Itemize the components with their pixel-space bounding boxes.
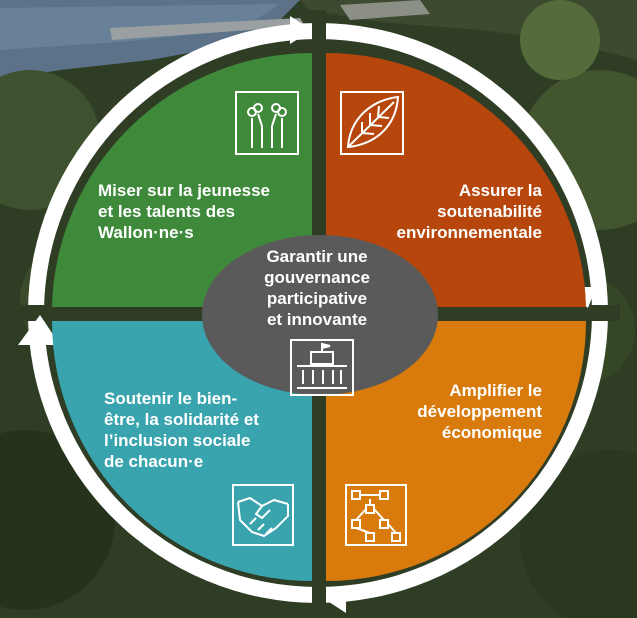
label-line: soutenabilité	[437, 202, 542, 221]
quadrant-bottom-left	[52, 321, 312, 581]
label-line: et les talents des	[98, 202, 236, 221]
label-line: de chacun·e	[104, 452, 204, 471]
label-line: Assurer la	[458, 181, 542, 200]
quadrant-top-right	[326, 52, 586, 307]
quadrant-top-left	[52, 52, 312, 307]
building-icon	[290, 339, 354, 396]
label-line: être, la solidarité et	[104, 410, 259, 429]
center-label-governance: Garantir une gouvernance participative e…	[232, 246, 402, 330]
quadrant-label-youth: Miser sur la jeunesse et les talents des…	[98, 180, 308, 243]
quadrant-label-economy: Amplifier le développement économique	[360, 380, 542, 443]
handshake-icon	[232, 484, 294, 546]
arrow-head-bottom	[326, 585, 346, 613]
quadrant-bottom-right	[326, 321, 586, 581]
label-line: Soutenir le bien-	[104, 389, 238, 408]
center-ellipse	[202, 235, 438, 395]
label-line: Miser sur la jeunesse	[98, 181, 270, 200]
label-line: participative	[266, 289, 368, 308]
quadrant-label-environment: Assurer la soutenabilité environnemental…	[362, 180, 543, 243]
leaf-icon	[340, 91, 404, 155]
label-line: gouvernance	[264, 268, 370, 287]
arrow-head-left	[18, 315, 60, 345]
label-line: l’inclusion sociale	[104, 431, 251, 450]
label-line: économique	[441, 423, 542, 442]
network-icon	[345, 484, 407, 546]
label-line: Garantir une	[266, 247, 368, 266]
circuit-icon	[235, 91, 299, 155]
label-line: développement	[417, 402, 542, 421]
label-line: environnementale	[396, 223, 543, 242]
label-line: et innovante	[266, 310, 368, 329]
label-line: Amplifier le	[449, 381, 542, 400]
label-line: Wallon·ne·s	[98, 223, 194, 242]
quadrant-label-wellbeing: Soutenir le bien- être, la solidarité et…	[104, 388, 314, 472]
arrow-head-top	[290, 16, 312, 44]
